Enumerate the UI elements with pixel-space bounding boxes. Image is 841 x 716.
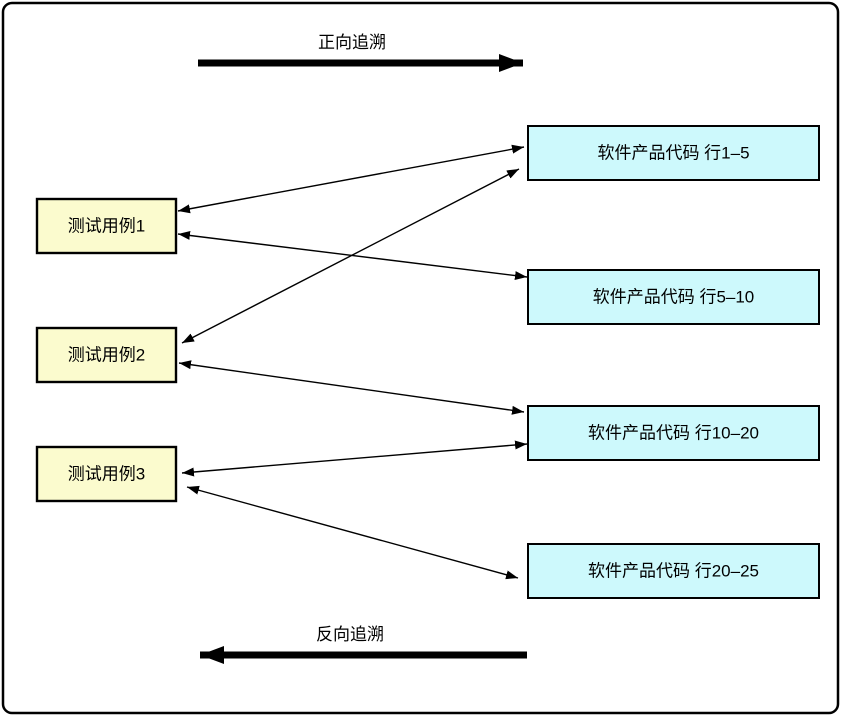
code-block-box	[527, 543, 820, 599]
code-block-node-c4: 软件产品代码 行20–25	[527, 543, 820, 599]
code-block-node-c3: 软件产品代码 行10–20	[527, 405, 820, 461]
code-block-label: 软件产品代码 行5–10	[593, 288, 755, 307]
test-case-label: 测试用例2	[68, 346, 145, 365]
trace-link-tc3-c4	[186, 485, 519, 580]
forward-trace-arrow-group: 正向追溯	[198, 33, 523, 72]
trace-links-layer	[177, 144, 528, 580]
code-block-box	[527, 405, 820, 461]
test-case-label: 测试用例1	[68, 217, 145, 236]
code-block-node-c1: 软件产品代码 行1–5	[527, 125, 820, 181]
backward-trace-arrow-group: 反向追溯	[200, 625, 527, 664]
backward-trace-label: 反向追溯	[316, 625, 384, 644]
code-block-label: 软件产品代码 行10–20	[588, 424, 759, 443]
code-block-label: 软件产品代码 行20–25	[588, 562, 759, 581]
code-block-label: 软件产品代码 行1–5	[597, 144, 749, 163]
test-case-box	[35, 326, 178, 384]
trace-link-tc3-c3	[181, 440, 528, 477]
test-case-label: 测试用例3	[68, 465, 145, 484]
test-case-node-tc1: 测试用例1	[35, 197, 178, 255]
trace-link-tc2-c3	[178, 360, 525, 415]
code-block-box	[527, 269, 820, 325]
test-case-node-tc3: 测试用例3	[35, 445, 178, 503]
test-case-node-tc2: 测试用例2	[35, 326, 178, 384]
trace-link-tc2-c1	[181, 168, 520, 344]
forward-trace-label: 正向追溯	[318, 33, 386, 52]
test-case-box	[35, 197, 178, 255]
diagram-nodes-layer: 测试用例1 测试用例2 测试用例3 软件产品代码 行1–5 软件产品代码 行5–10 软件…	[35, 125, 820, 599]
code-block-box	[527, 125, 820, 181]
code-block-node-c2: 软件产品代码 行5–10	[527, 269, 820, 325]
test-case-box	[35, 445, 178, 503]
